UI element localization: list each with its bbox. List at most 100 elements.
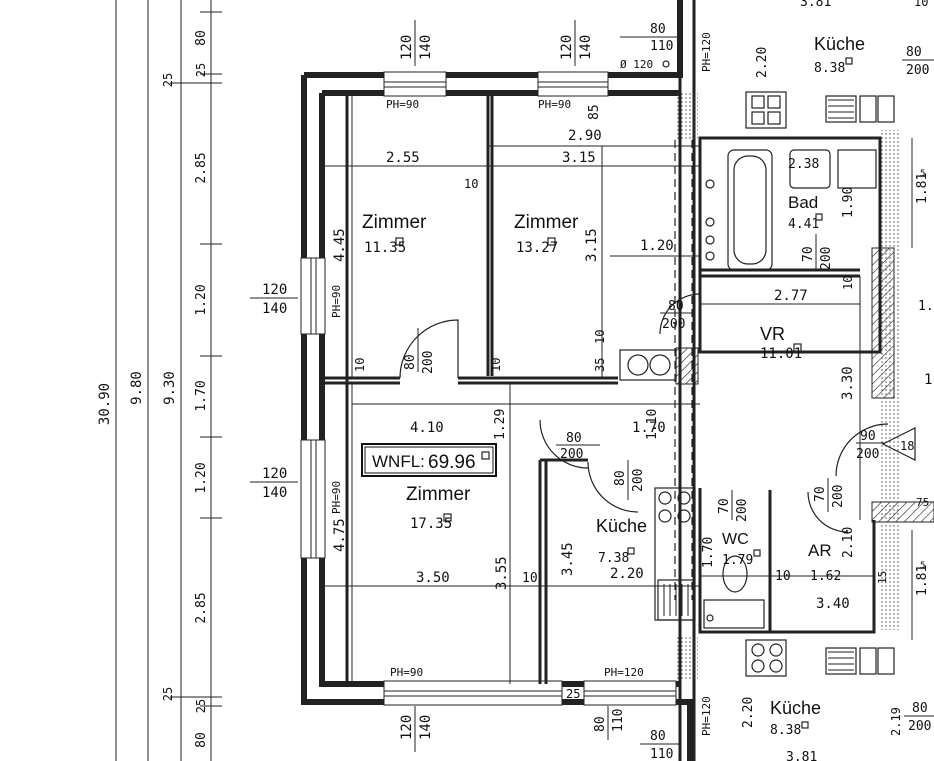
door-right-top-height: 200 bbox=[906, 63, 929, 78]
door-bad-width: 70 bbox=[801, 246, 816, 262]
dim-10-f: 10 bbox=[841, 276, 855, 290]
room-area-kueche-bottom: 8.38 bbox=[770, 723, 801, 738]
total-length-930: 9.30 bbox=[162, 371, 178, 405]
dim-445: 4.45 bbox=[332, 228, 348, 262]
dim-sup-5-top: 5 bbox=[920, 169, 925, 179]
seg-25-top-a: 25 bbox=[161, 73, 175, 87]
room-name-kueche-bottom: Küche bbox=[770, 698, 821, 718]
dim-220-bottom: 2.20 bbox=[741, 697, 756, 728]
dim-25-bottom: 25 bbox=[566, 687, 580, 701]
window-openings bbox=[300, 71, 677, 706]
sink-icon bbox=[789, 149, 831, 189]
window-left-1-height: 140 bbox=[262, 301, 287, 317]
dim-345: 3.45 bbox=[560, 542, 576, 576]
left-dimension-chains: 30.90 9.80 9.30 80 25 25 2.85 1.20 1.70 … bbox=[97, 0, 222, 761]
window-top-2-width: 120 bbox=[559, 35, 575, 60]
dim-381-top: 3.81 bbox=[800, 0, 831, 10]
dim-129: 1.29 bbox=[493, 409, 508, 440]
seg-25-top-b: 25 bbox=[194, 63, 208, 77]
dim-85: 85 bbox=[587, 104, 602, 120]
room-area-kueche: 7.38 bbox=[598, 551, 629, 566]
room-area-zimmer-1: 11.35 bbox=[364, 240, 406, 256]
room-name-vr: VR bbox=[760, 324, 785, 344]
seg-120-a: 1.20 bbox=[194, 284, 209, 315]
dimension-texts: 2.55 3.15 2.90 85 10 4.45 3.15 1.20 4.10… bbox=[332, 0, 934, 761]
dim-10-d: 10 bbox=[353, 358, 367, 372]
dim-10-top: 10 bbox=[914, 0, 928, 9]
top-small-window-height: 110 bbox=[650, 39, 673, 54]
dim-15: 15 bbox=[876, 571, 889, 584]
door-wc-height: 200 bbox=[735, 499, 750, 522]
dim-120: 1.20 bbox=[640, 238, 674, 254]
bottom-small-window-width: 80 bbox=[650, 729, 666, 744]
dim-255: 2.55 bbox=[386, 150, 420, 166]
door-zimmer3-width: 80 bbox=[566, 431, 582, 446]
dim-219: 2.19 bbox=[889, 707, 903, 736]
room-name-ar: AR bbox=[808, 541, 832, 560]
dim-35: 35 bbox=[593, 358, 607, 372]
room-name-zimmer-1: Zimmer bbox=[362, 212, 427, 233]
interior-dimension-lines bbox=[322, 93, 913, 684]
door-vr-height: 200 bbox=[662, 317, 685, 332]
dim-18: 18 bbox=[900, 439, 914, 453]
dim-10-a: 10 bbox=[464, 177, 478, 191]
dim-10-g: 10 bbox=[593, 330, 607, 344]
parapet-bottom: PH=90 bbox=[390, 666, 423, 679]
door-zimmer1-height: 200 bbox=[421, 351, 436, 374]
bottom-window-labels: 120 140 80 110 80 110 bbox=[399, 706, 680, 761]
dim-10-b: 10 bbox=[522, 571, 538, 586]
left-window-labels: 120 140 120 140 bbox=[250, 282, 298, 501]
room-area-bad: 4.41 bbox=[788, 217, 819, 232]
dim-181-bottom: 1.81 bbox=[915, 565, 930, 596]
window-bottom-1-width: 120 bbox=[399, 715, 415, 740]
dim-220: 2.20 bbox=[610, 566, 644, 582]
dim-110: 1.10 bbox=[645, 409, 660, 440]
seg-80-bottom: 80 bbox=[194, 732, 209, 748]
dim-315-v: 3.15 bbox=[584, 228, 600, 262]
door-kueche-height: 200 bbox=[631, 469, 646, 492]
top-window-labels: 120 140 120 140 80 110 Ø 120 bbox=[399, 20, 680, 71]
parapet-zimmer1: PH=90 bbox=[386, 98, 419, 111]
total-length-980: 9.80 bbox=[129, 371, 145, 405]
top-small-window-width: 80 bbox=[650, 22, 666, 37]
entry-arrow-icon bbox=[881, 427, 916, 461]
room-name-kueche-top: Küche bbox=[814, 34, 865, 54]
dim-1: 1 bbox=[924, 372, 932, 388]
door-right-top-width: 80 bbox=[906, 45, 922, 60]
fixtures bbox=[619, 91, 916, 677]
dim-190: 1.90 bbox=[841, 187, 856, 218]
parapet-zimmer2: PH=90 bbox=[538, 98, 571, 111]
window-left-2-height: 140 bbox=[262, 485, 287, 501]
wnfl-label: WNFL: bbox=[372, 452, 425, 471]
room-area-zimmer-3: 17.35 bbox=[410, 516, 452, 532]
room-labels: Zimmer 11.35 Zimmer 13.27 Zimmer 17.35 B… bbox=[362, 34, 865, 738]
window-bottom-1-height: 140 bbox=[418, 715, 434, 740]
dim-10-c: 10 bbox=[775, 569, 791, 584]
dim-75: 75 bbox=[916, 496, 929, 509]
seg-25-bottom-a: 25 bbox=[161, 687, 175, 701]
room-name-wc: WC bbox=[722, 531, 749, 548]
window-left-1-width: 120 bbox=[262, 282, 287, 298]
door-zimmer3-height: 200 bbox=[560, 447, 583, 462]
dim-475: 4.75 bbox=[332, 518, 348, 552]
dim-10-e: 10 bbox=[489, 358, 503, 372]
door-kueche-width: 80 bbox=[613, 470, 628, 486]
parapet-left-1: PH=90 bbox=[330, 285, 343, 318]
room-name-zimmer-2: Zimmer bbox=[514, 212, 579, 233]
window-bottom-2-width: 80 bbox=[593, 716, 608, 732]
parapet-bottom-kueche: PH=120 bbox=[604, 666, 644, 679]
wnfl-value: 69.96 bbox=[428, 452, 476, 473]
dim-290: 2.90 bbox=[568, 128, 602, 144]
window-top-1-height: 140 bbox=[418, 35, 434, 60]
dim-sup-5-bottom: 5 bbox=[920, 561, 925, 571]
window-left-2-width: 120 bbox=[262, 466, 287, 482]
room-name-zimmer-3: Zimmer bbox=[406, 484, 471, 505]
door-entry-width: 90 bbox=[860, 429, 876, 444]
dim-220-top: 2.20 bbox=[755, 47, 770, 78]
seg-170: 1.70 bbox=[194, 380, 209, 411]
window-bottom-2-height: 110 bbox=[611, 709, 626, 732]
dim-277: 2.77 bbox=[774, 288, 808, 304]
dim-381-bottom: 3.81 bbox=[786, 750, 817, 761]
door-right-bottom-height: 200 bbox=[908, 719, 931, 734]
